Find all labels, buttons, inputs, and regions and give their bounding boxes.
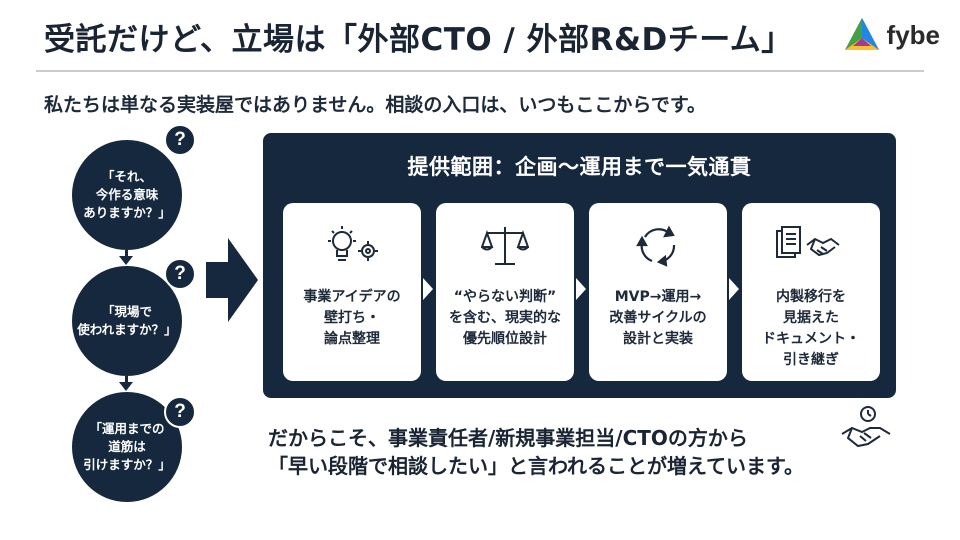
brand-name: fybe: [886, 19, 940, 50]
chevron-right-icon: [423, 278, 433, 300]
scope-card-text: “やらない判断” を含む、現実的な 優先順位設計: [449, 289, 561, 347]
question-text-1: 「それ、 今作る意味 ありますか？」: [83, 168, 171, 221]
question-text-2: 「現場で 使われますか？」: [77, 303, 177, 337]
scope-title: 提供範囲：企画〜運用まで一気通貫: [407, 155, 752, 179]
scope-card-ideation: 事業アイデアの 壁打ち・ 論点整理: [283, 203, 421, 381]
connector-line: [125, 376, 128, 384]
scope-card-priority: “やらない判断” を含む、現実的な 優先順位設計: [436, 203, 574, 381]
question-text-3: 「運用までの 道筋は 引けますか？」: [83, 420, 171, 473]
fybe-logo-icon: [844, 18, 879, 50]
header-divider: [36, 70, 924, 72]
subtitle: 私たちは単なる実装屋ではありません。相談の入口は、いつもここからです。: [44, 94, 706, 116]
balance-scale-icon: [436, 223, 574, 269]
question-circle-3: 「運用までの 道筋は 引けますか？」: [72, 392, 182, 502]
connector-line: [125, 250, 128, 258]
scope-card-text: 事業アイデアの 壁打ち・ 論点整理: [303, 289, 401, 347]
question-mark-icon: ?: [164, 124, 196, 156]
closing-message: だからこそ、事業責任者/新規事業担当/CTOの方から 「早い段階で相談したい」と…: [268, 426, 804, 478]
down-arrow-icon: [119, 382, 133, 391]
handshake-clock-icon: [841, 406, 891, 448]
brand-logo: fybe: [843, 16, 940, 54]
question-circle-2: 「現場で 使われますか？」: [72, 266, 182, 376]
question-circle-1: 「それ、 今作る意味 ありますか？」: [72, 140, 182, 250]
scope-card-mvp: MVP→運用→ 改善サイクルの 設計と実装: [589, 203, 727, 381]
chevron-right-icon: [576, 278, 586, 300]
scope-panel: 提供範囲：企画〜運用まで一気通貫 事業アイデアの 壁打ち・ 論点整理: [263, 133, 896, 398]
scope-card-handover: 内製移行を 見据えた ドキュメント・ 引き継ぎ: [742, 203, 880, 381]
documents-handshake-icon: [742, 223, 880, 269]
down-arrow-icon: [119, 256, 133, 265]
scope-card-text: MVP→運用→ 改善サイクルの 設計と実装: [609, 289, 707, 347]
cycle-arrows-icon: [589, 223, 727, 269]
chevron-right-icon: [729, 278, 739, 300]
scope-card-text: 内製移行を 見据えた ドキュメント・ 引き継ぎ: [762, 289, 860, 368]
right-arrow-icon: [206, 238, 258, 322]
question-mark-icon: ?: [164, 258, 196, 290]
question-mark-icon: ?: [164, 396, 196, 428]
lightbulb-gear-icon: [283, 223, 421, 269]
page-title: 受託だけど、立場は「外部CTO / 外部R&Dチーム」: [44, 22, 793, 58]
